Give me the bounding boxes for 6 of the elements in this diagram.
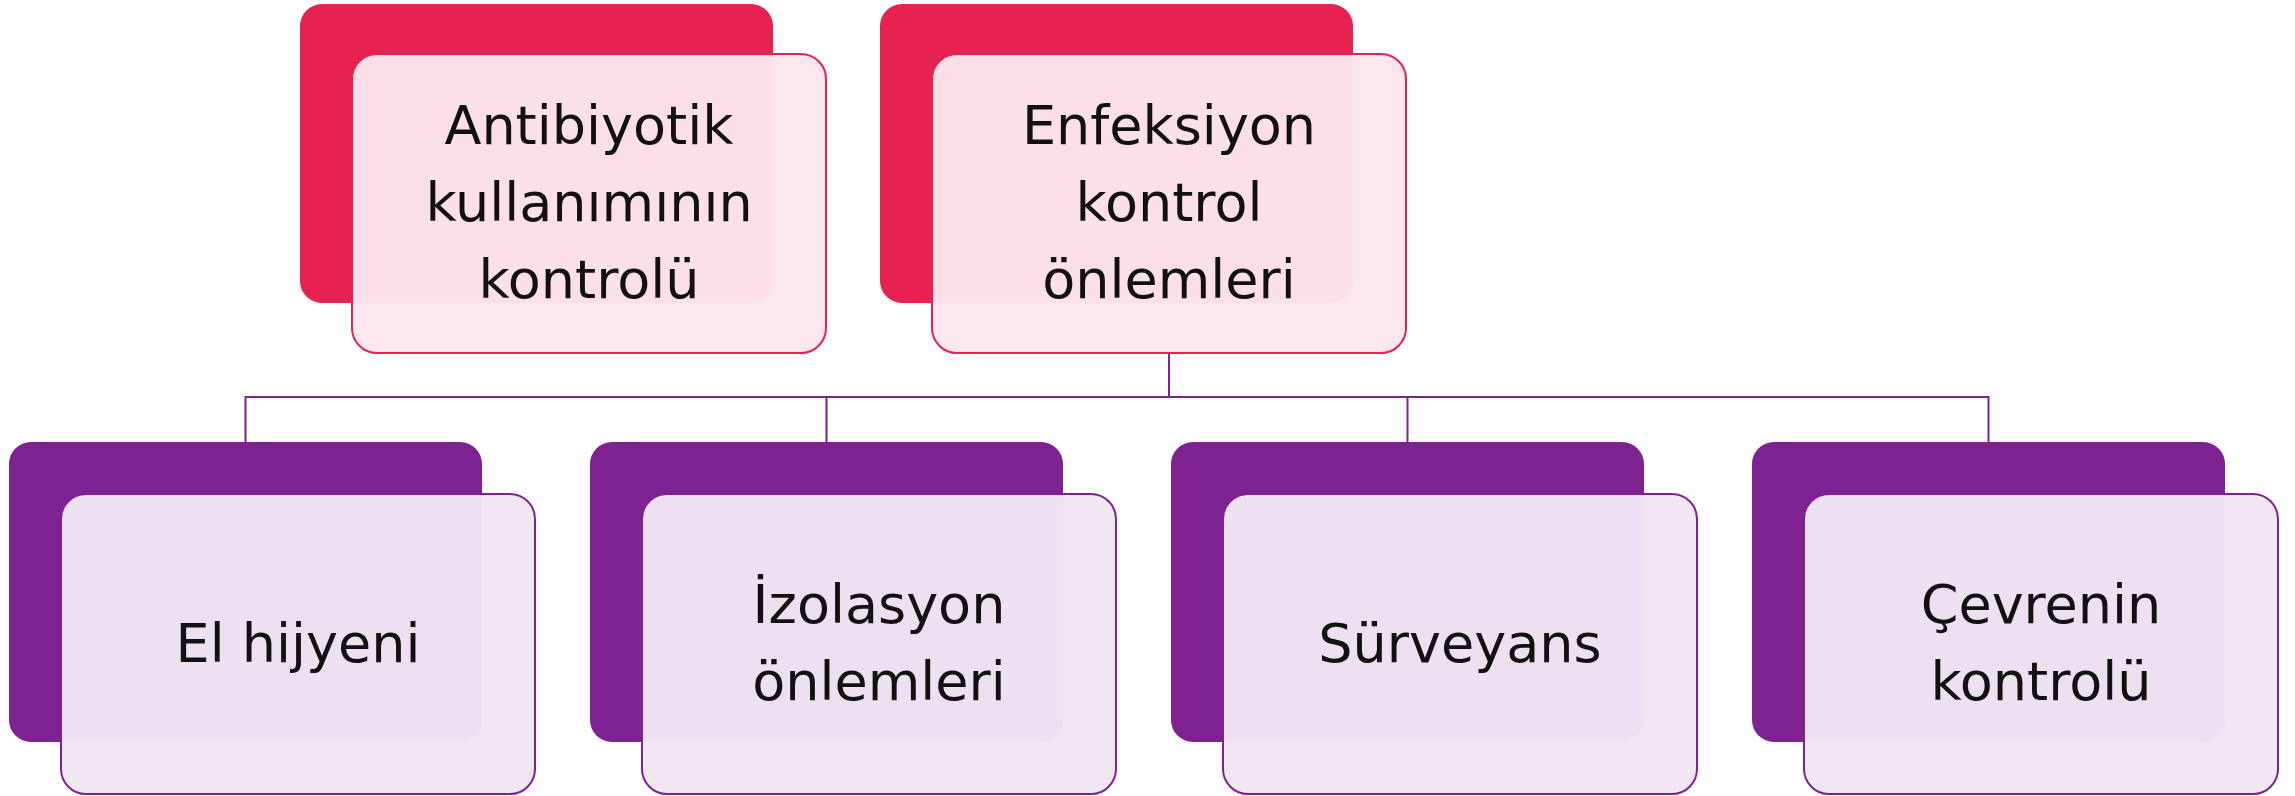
card-label: İzolasyon önlemleri xyxy=(751,572,1007,715)
card-label: Antibiyotik kullanımının kontrolü xyxy=(424,93,754,313)
card-label: Enfeksiyon kontrol önlemleri xyxy=(1020,93,1318,313)
card-label: Sürveyans xyxy=(1318,610,1602,677)
card-label: Çevrenin kontrolü xyxy=(1919,572,2163,715)
card-label: El hijyeni xyxy=(175,610,421,677)
